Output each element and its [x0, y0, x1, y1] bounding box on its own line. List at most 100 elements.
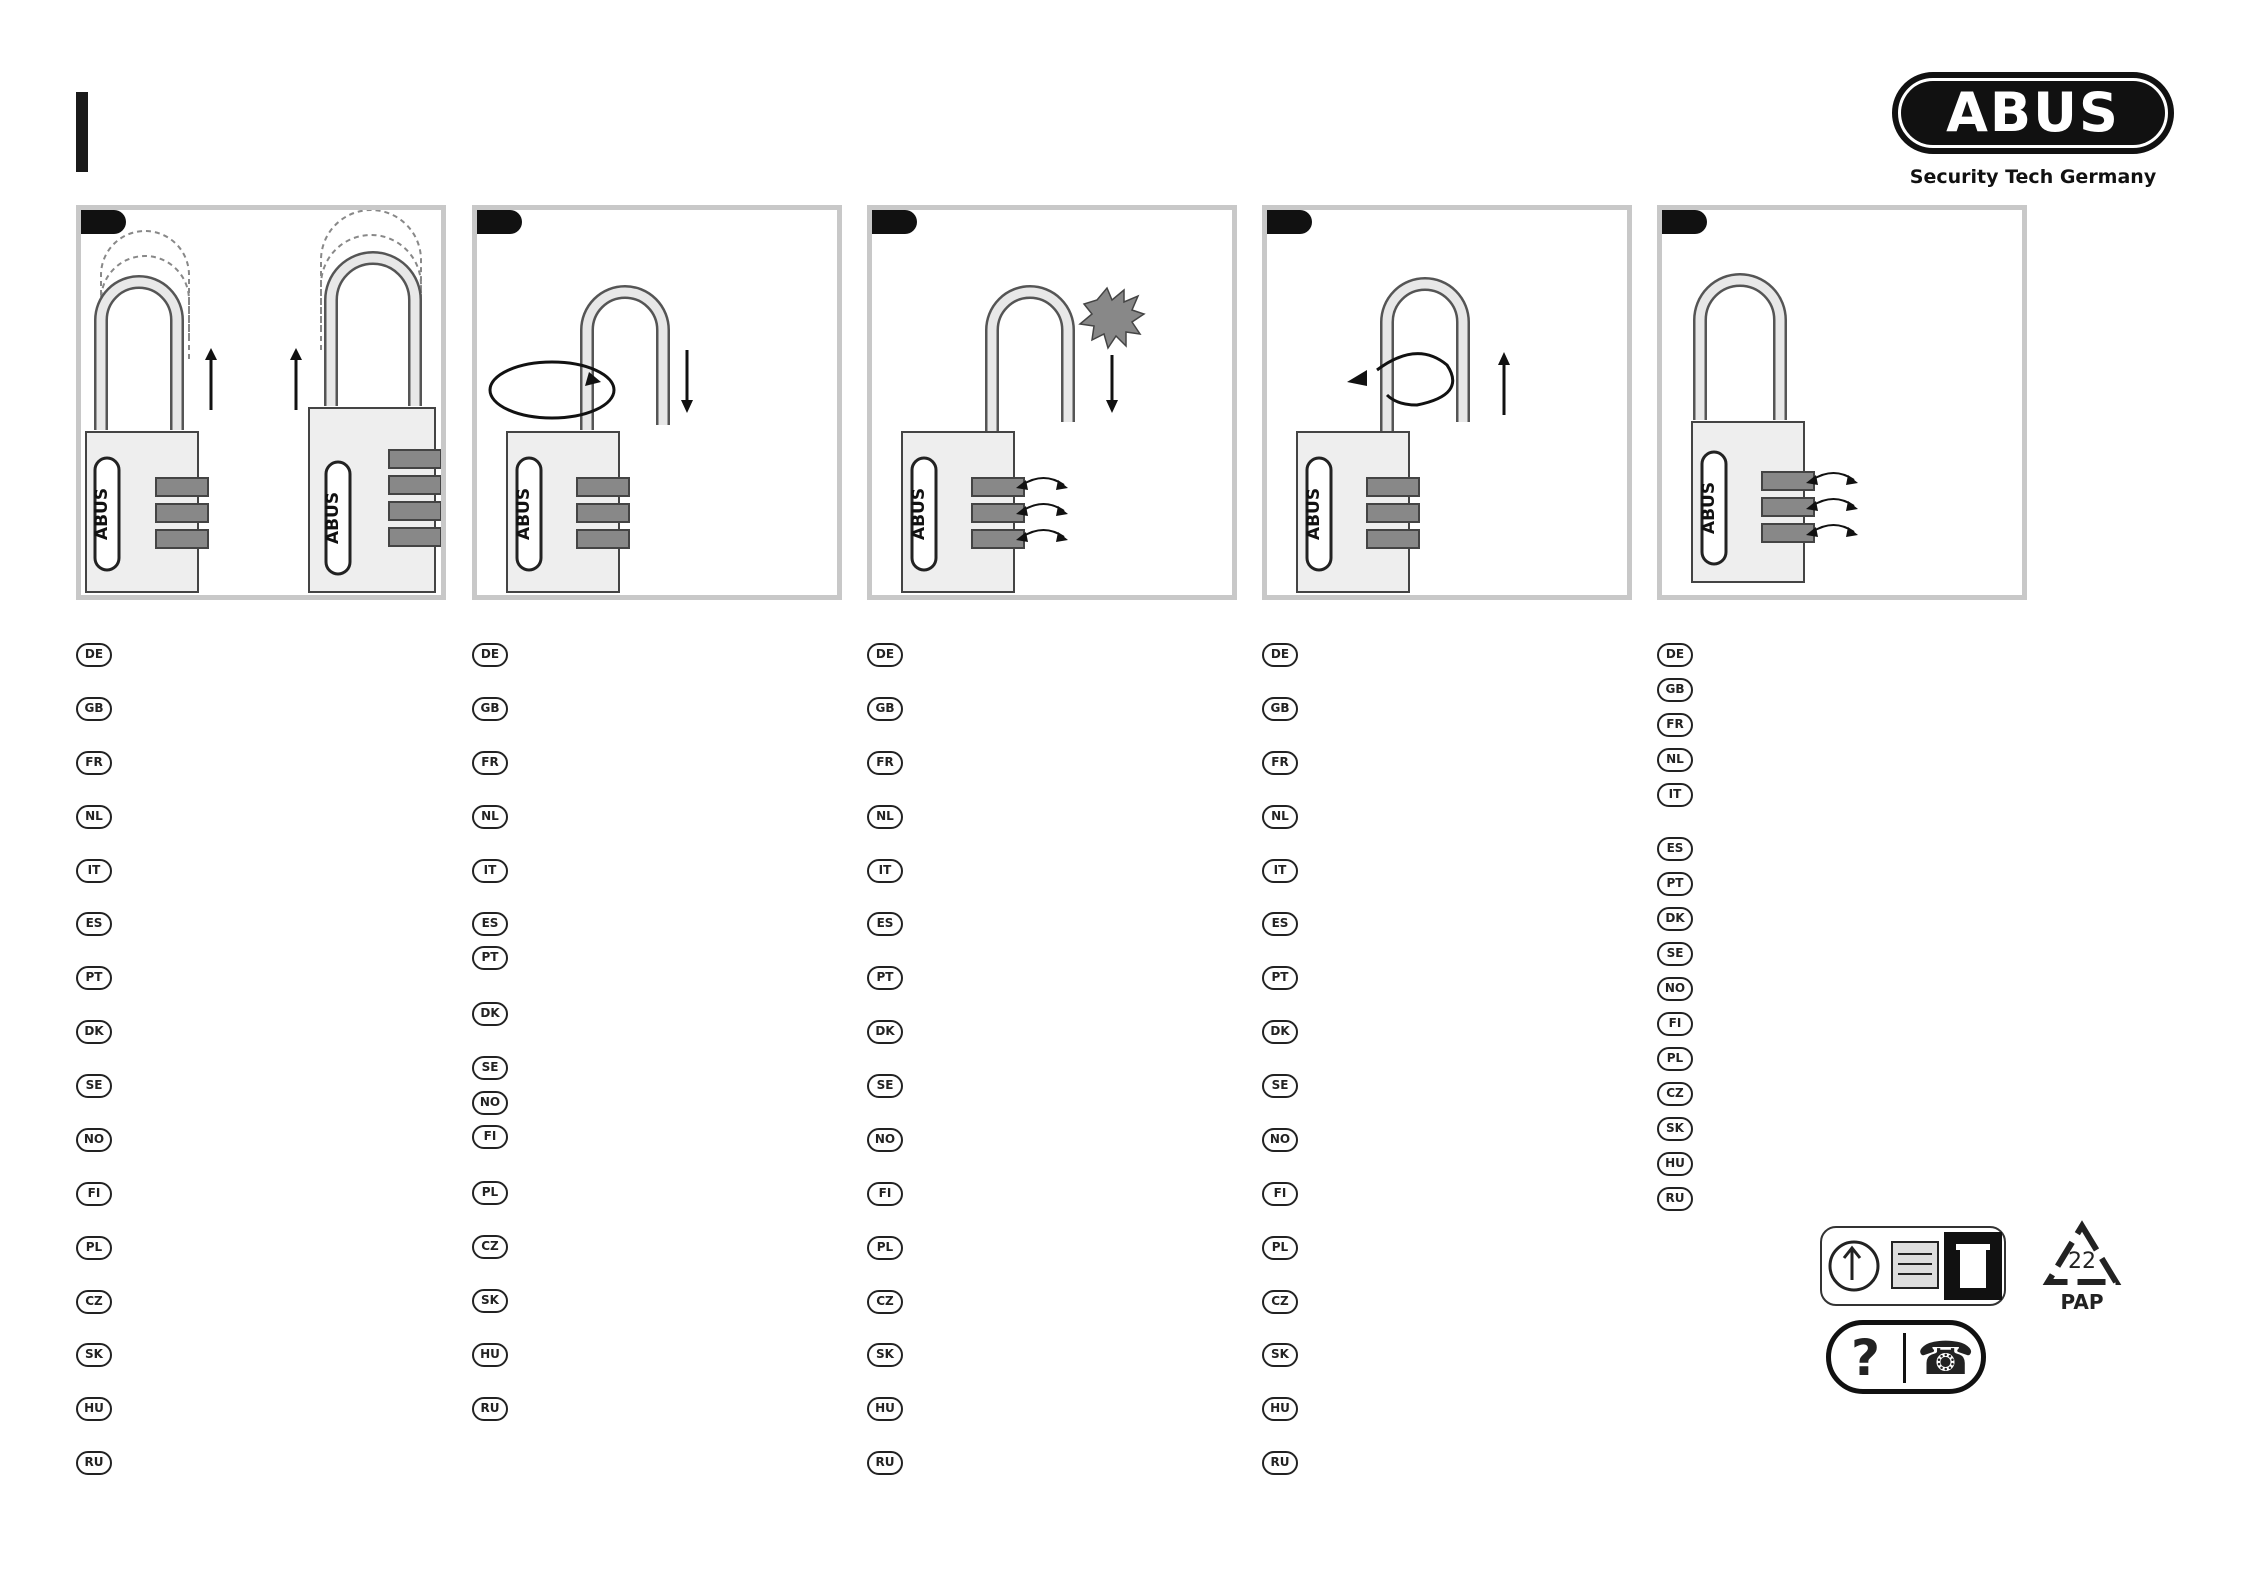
panel-illustration-4: ABUS	[1296, 277, 1510, 593]
language-code-ru: RU	[1262, 1451, 1298, 1475]
language-code-no: NO	[1657, 977, 1693, 1001]
step-tab	[1662, 210, 1707, 234]
language-code-es: ES	[76, 912, 112, 936]
hotline-divider	[1903, 1333, 1906, 1383]
language-code-ru: RU	[1657, 1187, 1693, 1211]
title-bar	[76, 92, 88, 172]
language-code-nl: NL	[1657, 748, 1693, 772]
language-code-ru: RU	[472, 1397, 508, 1421]
recycle-triangle-icon: 22	[2042, 1220, 2122, 1285]
language-code-cz: CZ	[1262, 1290, 1298, 1314]
language-code-gb: GB	[867, 697, 903, 721]
language-code-dk: DK	[472, 1002, 508, 1026]
language-code-de: DE	[867, 643, 903, 667]
recycling-sort-icon-graphic	[1828, 1232, 2002, 1300]
panel-illustration-1: ABUS ABUS	[85, 210, 441, 593]
language-code-it: IT	[1657, 783, 1693, 807]
logo-tagline: Security Tech Germany	[1909, 166, 2157, 188]
language-code-se: SE	[1262, 1074, 1298, 1098]
language-code-pt: PT	[1262, 966, 1298, 990]
language-code-es: ES	[1657, 837, 1693, 861]
language-code-nl: NL	[867, 805, 903, 829]
language-code-cz: CZ	[867, 1290, 903, 1314]
language-code-de: DE	[76, 643, 112, 667]
step-panel-2: ABUS	[472, 205, 842, 600]
language-code-no: NO	[472, 1091, 508, 1115]
language-code-pl: PL	[472, 1181, 508, 1205]
language-code-nl: NL	[1262, 805, 1298, 829]
svg-text:ABUS: ABUS	[514, 488, 534, 540]
language-code-it: IT	[1262, 859, 1298, 883]
step-tab	[872, 210, 917, 234]
svg-text:ABUS: ABUS	[1304, 488, 1324, 540]
hotline-question-icon: ?	[1851, 1329, 1881, 1387]
language-code-de: DE	[472, 643, 508, 667]
language-code-cz: CZ	[1657, 1082, 1693, 1106]
language-code-nl: NL	[472, 805, 508, 829]
language-code-fr: FR	[1657, 713, 1693, 737]
language-code-sk: SK	[867, 1343, 903, 1367]
recycling-material: PAP	[2060, 1290, 2104, 1314]
language-code-dk: DK	[1262, 1020, 1298, 1044]
svg-text:ABUS: ABUS	[909, 488, 929, 540]
language-code-no: NO	[867, 1128, 903, 1152]
step-panel-1: ABUS ABUS	[76, 205, 446, 600]
language-code-dk: DK	[76, 1020, 112, 1044]
step-panel-4: ABUS	[1262, 205, 1632, 600]
language-code-dk: DK	[1657, 907, 1693, 931]
language-code-se: SE	[1657, 942, 1693, 966]
language-code-de: DE	[1262, 643, 1298, 667]
language-code-hu: HU	[1262, 1397, 1298, 1421]
language-code-es: ES	[867, 912, 903, 936]
language-code-ru: RU	[76, 1451, 112, 1475]
language-code-nl: NL	[76, 805, 112, 829]
language-code-hu: HU	[472, 1343, 508, 1367]
language-code-pl: PL	[1262, 1236, 1298, 1260]
abus-logo: ABUS Security Tech Germany	[1890, 68, 2190, 198]
language-code-pt: PT	[472, 946, 508, 970]
lock-brand-text: ABUS	[323, 492, 343, 544]
language-code-no: NO	[1262, 1128, 1298, 1152]
recycling-code: 22	[2068, 1249, 2096, 1274]
recycling-sort-icon	[1820, 1226, 2006, 1306]
panel-illustration-3: ABUS	[901, 285, 1146, 593]
language-code-gb: GB	[1657, 678, 1693, 702]
telephone-icon: ☎	[1917, 1331, 1975, 1385]
recycle-triangle-badge: 22 PAP	[2040, 1220, 2124, 1314]
logo-word: ABUS	[1946, 81, 2120, 144]
language-code-pl: PL	[76, 1236, 112, 1260]
language-code-es: ES	[472, 912, 508, 936]
language-code-fr: FR	[472, 751, 508, 775]
language-code-pt: PT	[1657, 872, 1693, 896]
language-code-it: IT	[472, 859, 508, 883]
language-code-sk: SK	[1262, 1343, 1298, 1367]
language-code-dk: DK	[867, 1020, 903, 1044]
svg-text:ABUS: ABUS	[1699, 482, 1719, 534]
language-code-it: IT	[76, 859, 112, 883]
hotline-badge: ? ☎	[1826, 1320, 1986, 1394]
language-code-sk: SK	[472, 1289, 508, 1313]
language-code-no: NO	[76, 1128, 112, 1152]
language-code-pt: PT	[76, 966, 112, 990]
language-code-pl: PL	[867, 1236, 903, 1260]
language-code-fr: FR	[76, 751, 112, 775]
language-code-gb: GB	[76, 697, 112, 721]
step-tab	[477, 210, 522, 234]
language-code-fi: FI	[867, 1182, 903, 1206]
language-code-de: DE	[1657, 643, 1693, 667]
language-code-fi: FI	[76, 1182, 112, 1206]
language-code-gb: GB	[1262, 697, 1298, 721]
language-code-ru: RU	[867, 1451, 903, 1475]
logo-oval	[1892, 72, 2174, 154]
language-code-it: IT	[867, 859, 903, 883]
step-panel-5: ABUS	[1657, 205, 2027, 600]
panel-illustration-5: ABUS	[1691, 273, 1858, 583]
lock-brand-text: ABUS	[92, 488, 112, 540]
language-code-gb: GB	[472, 697, 508, 721]
step-tab	[81, 210, 126, 234]
language-code-cz: CZ	[76, 1290, 112, 1314]
language-code-se: SE	[472, 1056, 508, 1080]
language-code-sk: SK	[1657, 1117, 1693, 1141]
language-code-sk: SK	[76, 1343, 112, 1367]
step-panel-3: ABUS	[867, 205, 1237, 600]
